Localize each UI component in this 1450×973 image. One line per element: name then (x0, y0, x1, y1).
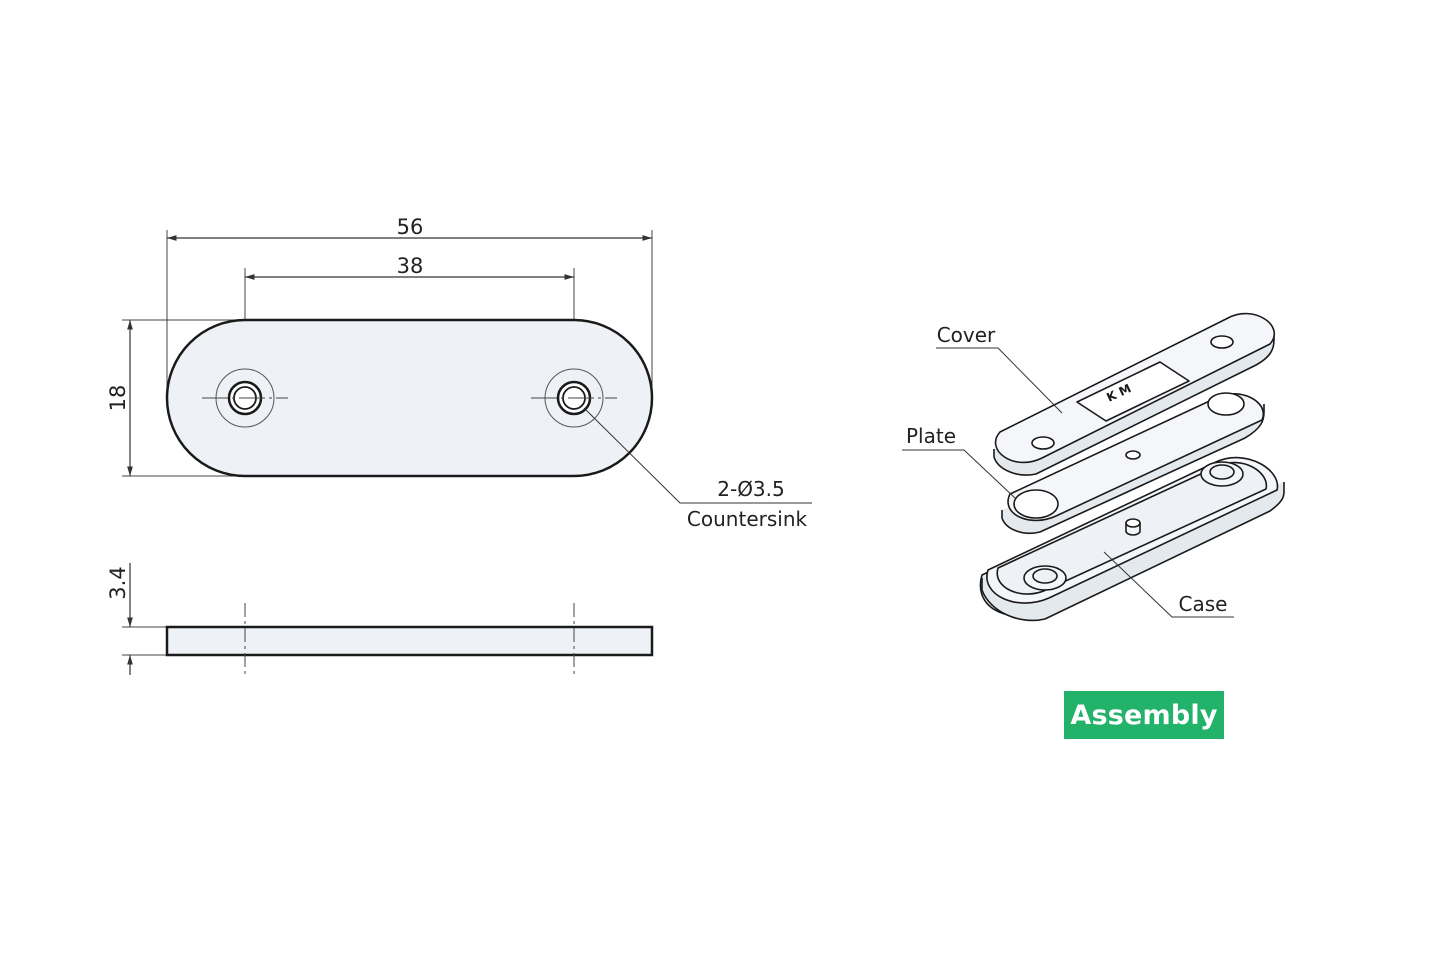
side-profile (165, 625, 654, 657)
plate-leader (902, 449, 1016, 499)
countersink-hole-left (202, 368, 288, 428)
dimension-18-label: 18 (106, 385, 130, 412)
dimension-56-label: 56 (397, 215, 424, 239)
assembly-view: K M (902, 312, 1285, 622)
case-label: Case (1179, 592, 1228, 616)
hole-spec-leader (583, 407, 812, 504)
plate-outline (165, 318, 654, 478)
thickness-label: 3.4 (106, 566, 130, 599)
hole-spec-label: 2-Ø3.5 (717, 477, 785, 501)
plate-label: Plate (906, 424, 956, 448)
cover-part: K M (993, 312, 1276, 476)
assembly-badge: Assembly (1064, 691, 1224, 739)
case-part (979, 456, 1285, 622)
front-view: 56 38 18 2-Ø3.5 Countersink (106, 215, 812, 531)
cover-leader (936, 347, 1063, 414)
plate-part (1001, 392, 1265, 534)
hole-spec-sublabel: Countersink (687, 507, 808, 531)
side-view: 3.4 (106, 563, 654, 677)
countersink-hole-right (531, 368, 617, 428)
case-leader (1103, 551, 1234, 618)
dimension-38-label: 38 (397, 254, 424, 278)
cover-label: Cover (937, 323, 996, 347)
